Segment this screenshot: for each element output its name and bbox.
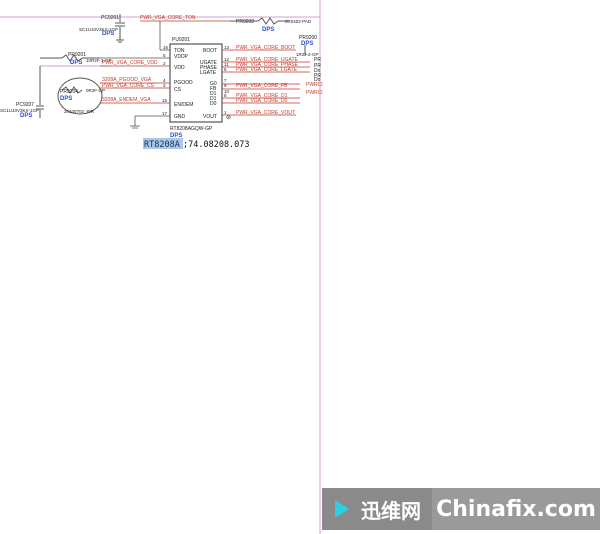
watermark-arrow-icon xyxy=(333,498,355,520)
pr9200-resistor: PR9200 DPS 1R2J-2-GP xyxy=(296,35,319,57)
ic-dps-tag: DPS xyxy=(170,133,182,139)
pc9207-capacitor: PC9207 SC1U10V3KX-1GP DPS xyxy=(0,66,44,119)
edge-label-3: Do xyxy=(314,68,321,74)
pr9204-highlight-circle xyxy=(57,77,103,115)
pin-num-vout: 1 xyxy=(224,110,227,115)
pin-name-d1a: D1 xyxy=(210,91,217,97)
edge-label-1: PR xyxy=(314,57,321,63)
pin-name-gnd: GND xyxy=(174,114,186,120)
pr9204-ref: PR9204 xyxy=(60,89,78,95)
pc9207-dps-tag: DPS xyxy=(20,113,32,119)
net-d1: PWR_VGA_CORE_D1 xyxy=(236,93,288,99)
part-number-highlight xyxy=(143,138,183,149)
net-ton: PWR_VGA_CORE_TON xyxy=(140,15,196,21)
pin-name-ton: TON xyxy=(174,48,185,54)
pr9202-resistor: PR9202 0R0402-PAD DPS xyxy=(230,17,312,33)
pin-num-d1b: 8 xyxy=(224,93,227,98)
pr9201-ref: PR9201 xyxy=(68,52,86,58)
edge-label-7: PWRCI xyxy=(306,90,323,96)
pr9200-value: 1R2J-2-GP xyxy=(296,52,319,57)
pin-num-cs: 3 xyxy=(163,83,166,88)
pr9201-resistor: PR9201 10R2F-1-GP DPS xyxy=(40,52,112,66)
part-number-suffix: ;74.08208.073 xyxy=(183,140,250,150)
pin-name-boot: BOOT xyxy=(203,48,217,54)
pc9201-value: SC1U10V3KX-1GP xyxy=(79,27,118,32)
ic-left-pins: PWR_VGA_CORE_TON PWR_VGA_CORE_VDD 3208A_… xyxy=(100,15,230,129)
pr9200-ref: PR9200 xyxy=(299,35,317,41)
pin-name-d0: D0 xyxy=(210,101,217,107)
pin-name-vout: VOUT xyxy=(203,114,217,120)
pin-name-phase: PHASE xyxy=(200,65,218,71)
chinafix-watermark: 迅维网 Chinafix.com xyxy=(322,486,600,532)
pin-num-ton: 16 xyxy=(163,45,169,50)
pr9201-value: 10R2F-1-GP xyxy=(86,58,112,63)
pin-num-g0: 7 xyxy=(224,78,227,83)
pin-name-vdd: VDD xyxy=(174,65,185,71)
pin-num-d1a: 10 xyxy=(224,89,230,94)
net-d0: PWR_VGA_CORE_D0 xyxy=(236,98,288,104)
pin-name-g0: G0 xyxy=(210,81,217,87)
pin-name-fb: FB xyxy=(210,86,217,92)
ic-right-pins: BOOT 13 UGATE 12 PHASE 11 LGATE 6 G0 7 F… xyxy=(200,45,323,120)
edge-label-4: PR xyxy=(314,73,321,79)
pin-num-vddp: 5 xyxy=(163,53,166,58)
pin-name-lgate: LGATE xyxy=(200,70,217,76)
part-number-highlighted: RT8208A xyxy=(144,140,180,150)
net-vout: PWR_VGA_CORE_VOUT xyxy=(236,110,295,116)
edge-label-6: PWRCI xyxy=(306,82,323,88)
net-cs: PWR_VGA_CORE_CS xyxy=(102,83,155,89)
pr9202-dps-tag: DPS xyxy=(262,27,274,33)
watermark-left-text: 迅维网 xyxy=(361,498,421,523)
edge-label-5: Do xyxy=(314,77,321,83)
net-vdd: PWR_VGA_CORE_VDD xyxy=(102,60,158,66)
pin-num-fb: 9 xyxy=(224,83,227,88)
pin-num-pgood: 4 xyxy=(163,78,166,83)
net-ugate: PWR_VGA_CORE_UGATE xyxy=(236,57,299,63)
pc9201-dps-tag: DPS xyxy=(102,31,114,37)
pr9201-dps-tag: DPS xyxy=(70,60,82,66)
pin-num-lgate: 6 xyxy=(224,67,227,72)
net-endem: 3208A_ENDEM_VGA xyxy=(102,97,151,103)
ic-ground-symbol: ⊜ xyxy=(226,115,231,121)
pr9200-dps-tag: DPS xyxy=(301,41,313,47)
ic-part-number: RT8208AGQW-GP xyxy=(170,126,213,132)
edge-label-2: PR xyxy=(314,63,321,69)
pin-num-boot: 13 xyxy=(224,45,230,50)
watermark-right-block: Chinafix.com xyxy=(432,488,600,530)
pc9207-ref: PC9207 xyxy=(16,102,34,108)
net-lgate: PWR_VGA_CORE_LGATE xyxy=(236,67,298,73)
net-phase: PWR_VGA_CORE_PHASE xyxy=(236,62,299,68)
pr9204-resistor: PR9204 0R2F-GP DPS 20100702_PIR xyxy=(57,77,105,115)
pr9204-dps-tag: DPS xyxy=(60,96,72,102)
pin-num-ugate: 12 xyxy=(224,57,230,62)
pin-name-endem: EN/DEM xyxy=(174,102,193,108)
pr9204-value: 0R2F-GP xyxy=(86,88,105,93)
pin-num-phase: 11 xyxy=(224,62,229,67)
pin-name-cs: CS xyxy=(174,87,182,93)
pin-num-gnd: 17 xyxy=(162,111,168,116)
pr9204-note: 20100702_PIR xyxy=(64,109,95,114)
net-fb: PWR_VGA_CORE_FB xyxy=(236,83,288,89)
watermark-right-text: Chinafix.com xyxy=(436,496,596,522)
net-pgood: 3208A_PGOOD_VGA xyxy=(102,77,152,83)
pin-num-endem: 15 xyxy=(162,98,168,103)
pc9201-ref: PC9201 xyxy=(101,15,119,21)
ic-ref: PU9201 xyxy=(172,37,190,43)
pin-name-d1b: D1 xyxy=(210,96,217,102)
pin-num-vdd: 2 xyxy=(163,61,166,66)
pr9202-ref: PR9202 xyxy=(236,19,254,25)
pin-name-vddp: VDDP xyxy=(174,54,189,60)
pr9202-value: 0R0402-PAD xyxy=(285,19,312,24)
net-boot: PWR_VGA_CORE_BOOT xyxy=(236,45,295,51)
watermark-left-block: 迅维网 xyxy=(322,488,432,530)
pin-name-pgood: PGOOD xyxy=(174,80,193,86)
pc9207-value: SC1U10V3KX-1GP xyxy=(0,108,39,113)
pin-name-ugate: UGATE xyxy=(200,60,218,66)
part-number-label: RT8208A ;74.08208.073 xyxy=(143,138,250,150)
pc9201-capacitor: PC9201 SC1U10V3KX-1GP DPS xyxy=(79,14,125,43)
